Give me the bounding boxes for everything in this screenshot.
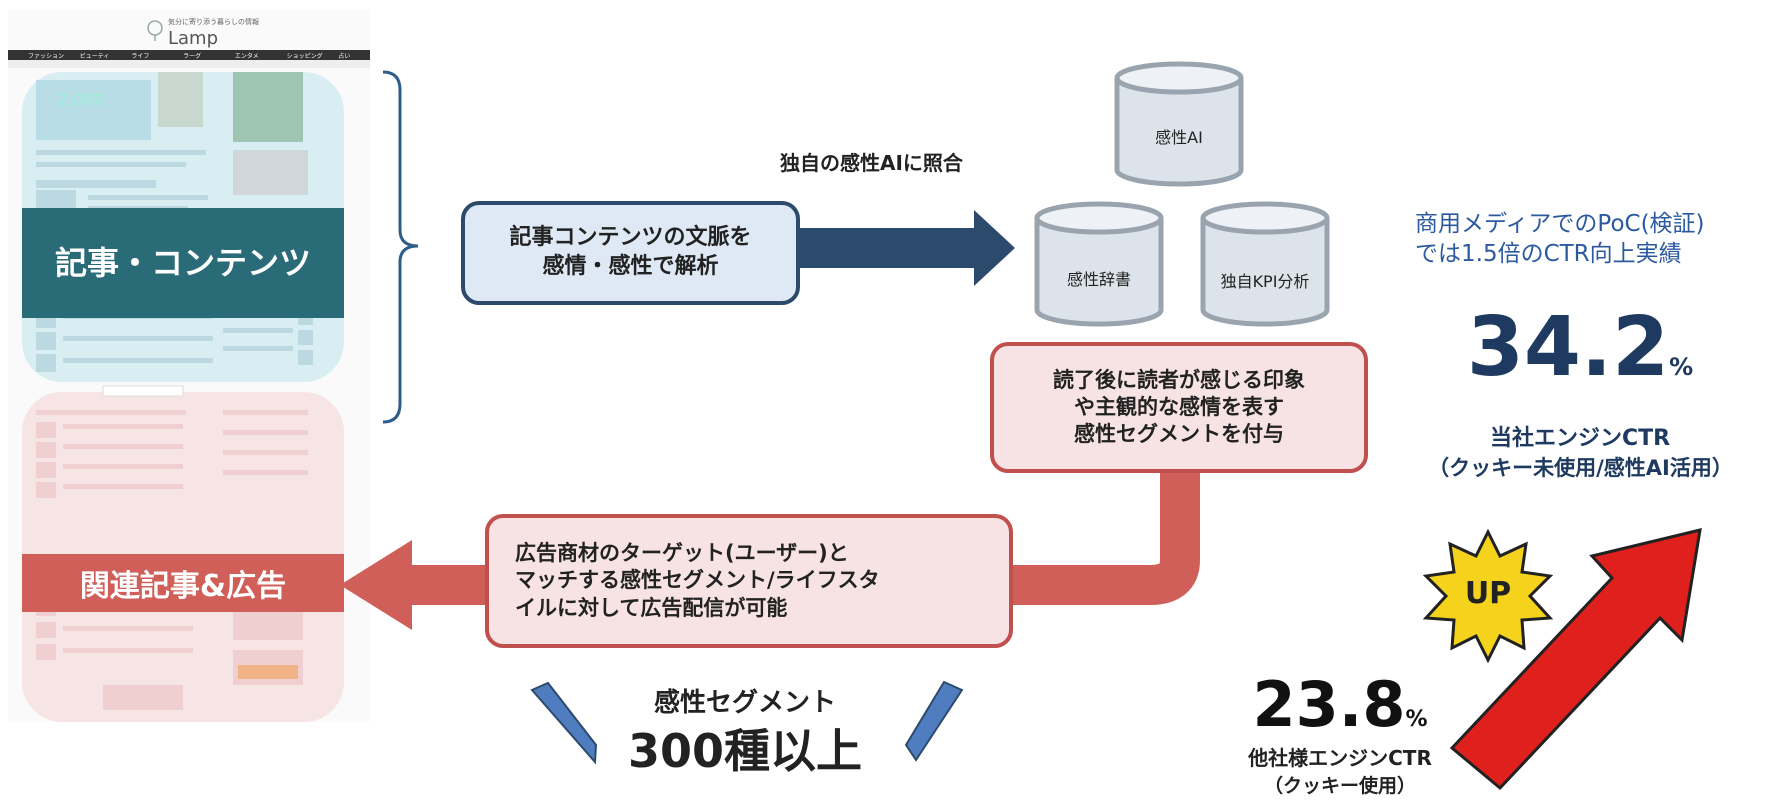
article-content-label-text: 記事・コンテンツ <box>54 244 311 282</box>
match-label: 独自の感性AIに照合 <box>780 151 963 175</box>
site-nav-item: エンタメ <box>235 52 259 60</box>
our-ctr-label: 当社エンジンCTR <box>1489 426 1671 451</box>
arrow-to-ai <box>800 210 1015 286</box>
segment-count-caption: 感性セグメント <box>653 688 836 718</box>
other-ctr-sublabel: （クッキー使用） <box>1263 775 1416 797</box>
site-nav-item: ライフ <box>131 53 149 60</box>
svg-text:2,000: 2,000 <box>58 90 104 109</box>
segment-box-text: 読了後に読者が感じる印象 や主観的な感情を表す 感性セグメントを付与 <box>1053 367 1305 447</box>
arrow-to-ads-path <box>410 470 1200 605</box>
up-badge-text: UP <box>1464 576 1512 611</box>
analyze-box-text: 記事コンテンツの文脈を 感情・感性で解析 <box>509 225 752 279</box>
analyze-box: 記事コンテンツの文脈を 感情・感性で解析 <box>461 201 800 305</box>
ad-delivery-box: 広告商材のターゲット(ユーザー)と マッチする感性セグメント/ライフスタ イルに… <box>485 514 1013 648</box>
db-dictionary-cylinder <box>1034 201 1164 327</box>
db-kpi-label: 独自KPI分析 <box>1220 272 1310 291</box>
left-accent-wedge <box>530 681 598 765</box>
our-ctr-value: 34.2 <box>1466 300 1670 395</box>
poc-note: 商用メディアでのPoC(検証) では1.5倍のCTR向上実績 <box>1415 211 1705 267</box>
other-ctr-unit: % <box>1405 707 1428 732</box>
lamp-logo <box>147 20 163 41</box>
db-dictionary-label: 感性辞書 <box>1066 270 1131 289</box>
site-nav-item: ショッピング <box>287 52 323 60</box>
ad-delivery-box-text: 広告商材のターゲット(ユーザー)と マッチする感性セグメント/ライフスタ イルに… <box>515 541 880 620</box>
right-accent-wedge <box>904 680 964 762</box>
article-content-label: 記事・コンテンツ <box>22 208 344 318</box>
arrow-to-ads-head <box>340 540 412 630</box>
our-ctr-unit: % <box>1669 353 1694 381</box>
db-ai-cylinder <box>1114 61 1244 187</box>
up-starburst <box>1422 528 1554 664</box>
growth-arrow-icon <box>1449 528 1702 791</box>
segment-count-value: 300種以上 <box>627 724 863 778</box>
other-ctr-value-wrap: 23.8% <box>1230 668 1450 741</box>
site-nav-item: ファッション <box>28 53 64 60</box>
site-nav-item: ビューティ <box>80 52 110 60</box>
our-ctr-value-wrap: 34.2% <box>1430 300 1730 395</box>
other-ctr-label: 他社様エンジンCTR <box>1248 746 1432 770</box>
related-articles-ads-label-text: 関連記事&広告 <box>79 569 287 604</box>
site-nav: ファッション ビューティ ライフ ラーグ エンタメ ショッピング 占い <box>28 52 350 60</box>
db-ai-label: 感性AI <box>1155 128 1203 147</box>
db-kpi-cylinder <box>1200 201 1330 327</box>
site-nav-item: 占い <box>338 52 350 60</box>
site-nav-item: ラーグ <box>183 52 201 60</box>
other-ctr-value: 23.8 <box>1252 668 1406 741</box>
segment-box: 読了後に読者が感じる印象 や主観的な感情を表す 感性セグメントを付与 <box>990 342 1368 473</box>
content-brace <box>382 70 419 424</box>
site-name: Lamp <box>168 28 218 49</box>
site-tagline: 気分に寄り添う暮らしの情報 <box>168 17 259 26</box>
our-ctr-sublabel: （クッキー未使用/感性AI活用） <box>1428 456 1733 480</box>
related-articles-ads-label: 関連記事&広告 <box>22 554 344 612</box>
